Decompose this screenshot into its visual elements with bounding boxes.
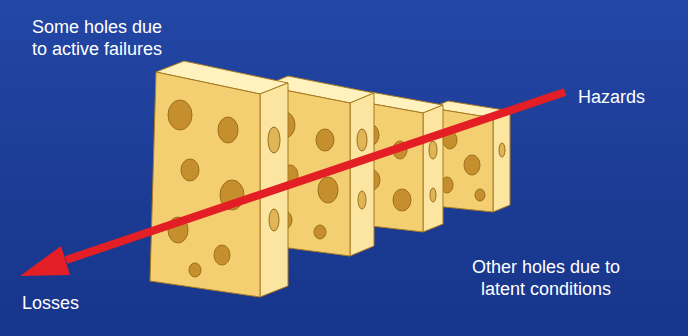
cheese-slice bbox=[150, 61, 288, 297]
hazard-arrow bbox=[20, 92, 565, 276]
label-text: Hazards bbox=[578, 86, 645, 108]
label-text: Some holes due to active failures bbox=[32, 16, 175, 60]
label-text: Losses bbox=[22, 292, 79, 314]
label-text: Other holes due to latent conditions bbox=[466, 256, 626, 300]
